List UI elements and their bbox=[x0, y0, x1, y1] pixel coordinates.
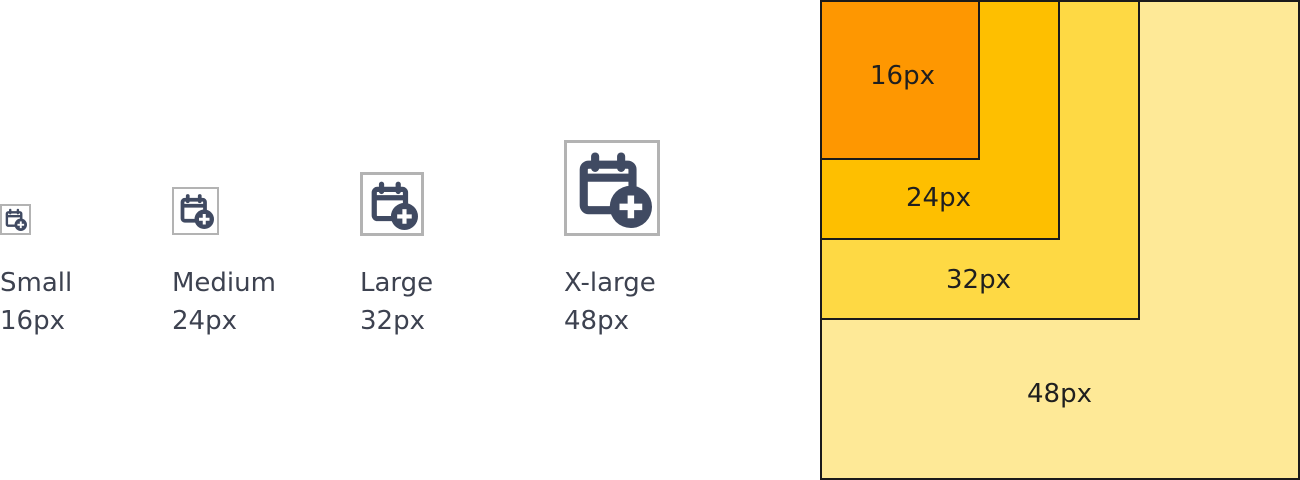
size-name-large: Large bbox=[360, 268, 434, 298]
icon-frame-x-large bbox=[564, 140, 660, 236]
size-name-x-large: X-large bbox=[564, 268, 656, 298]
size-name-small: Small bbox=[0, 268, 73, 298]
size-px-x-large: 48px bbox=[564, 306, 629, 336]
size-name-medium: Medium bbox=[172, 268, 276, 298]
calendar-add-icon bbox=[579, 152, 652, 228]
size-px-small: 16px bbox=[0, 306, 65, 336]
icon-frame-large bbox=[360, 172, 424, 236]
size-px-large: 32px bbox=[360, 306, 425, 336]
calendar-add-icon bbox=[5, 208, 27, 231]
square-label-16px: 16px bbox=[870, 61, 935, 91]
square-label-48px: 48px bbox=[1027, 379, 1092, 409]
calendar-add-icon bbox=[371, 181, 418, 230]
square-label-32px: 32px bbox=[946, 265, 1011, 295]
icon-frame-small bbox=[0, 204, 31, 235]
size-px-medium: 24px bbox=[172, 306, 237, 336]
calendar-add-icon bbox=[180, 194, 214, 229]
icon-frame-medium bbox=[172, 187, 219, 235]
square-label-24px: 24px bbox=[906, 183, 971, 213]
square-16px bbox=[820, 0, 980, 160]
